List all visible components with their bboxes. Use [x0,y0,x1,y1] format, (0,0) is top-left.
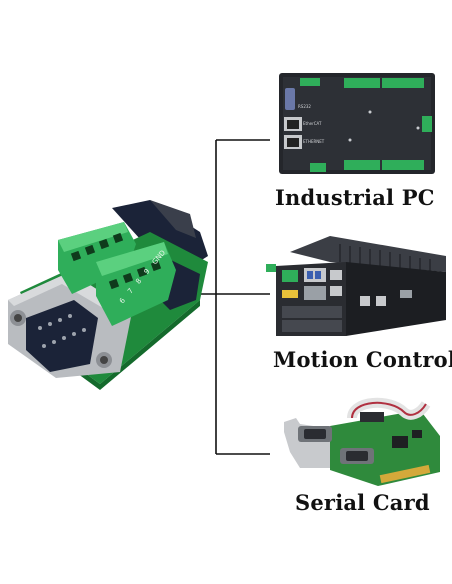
caption-industrial-pc: Industrial PC [275,185,435,210]
pc-port-label-ethernet: ETHERNET [303,139,325,144]
pc-port-label-rs232: RS232 [298,104,311,109]
caption-serial-card: Serial Card [295,490,430,515]
pc-port-label-ethercat: EtherCAT [303,121,322,126]
caption-motion-control: Motion Control [273,347,452,372]
